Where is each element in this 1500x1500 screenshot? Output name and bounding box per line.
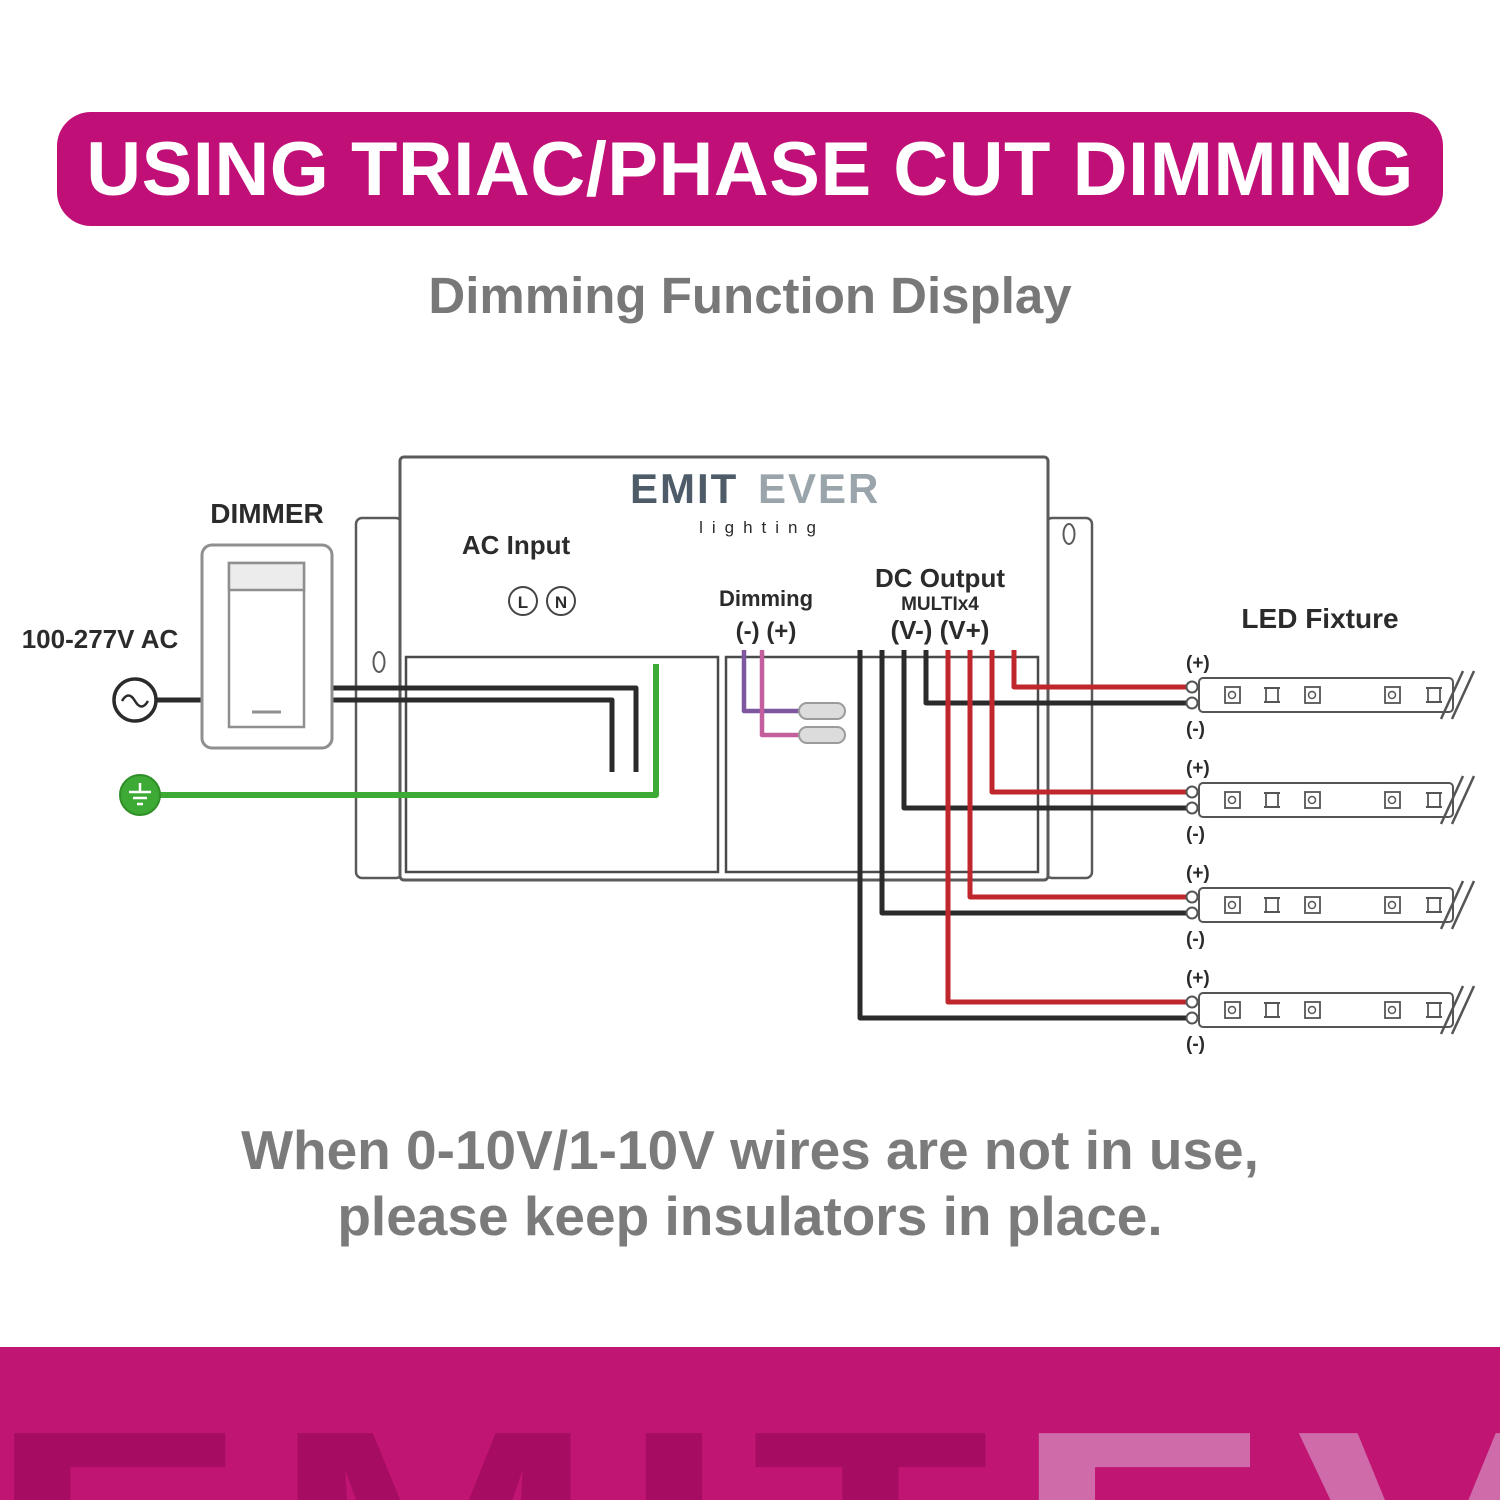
strip-minus-label: (-) <box>1186 719 1205 740</box>
diagram-subtitle: Dimming Function Display <box>428 267 1072 324</box>
title-banner: USING TRIAC/PHASE CUT DIMMING <box>57 112 1443 226</box>
watermark-emit: EMIT <box>0 1367 1013 1500</box>
watermark-ever: EVER <box>1013 1367 1500 1500</box>
dc-negative-wires <box>857 650 1190 1021</box>
terminal-l-label: L <box>518 593 528 612</box>
ac-input-label: AC Input <box>462 530 571 560</box>
led-strip: (+) (-) <box>1185 968 1476 1055</box>
dc-negative-wire <box>901 650 1190 811</box>
strip-cut-marks <box>1439 985 1476 1035</box>
terminal-n-label: N <box>555 593 567 612</box>
ac-switched-wire <box>332 685 639 772</box>
terminal-n-circle <box>546 586 576 616</box>
strip-plus-label: (+) <box>1186 653 1210 674</box>
banner-title: USING TRIAC/PHASE CUT DIMMING <box>86 126 1414 212</box>
dimmer-label: DIMMER <box>210 498 324 529</box>
dimming-wire-positive <box>759 650 800 738</box>
bracket-hole-right <box>1062 523 1076 545</box>
dc-positive-wires <box>945 650 1190 1005</box>
brand-logo: EMIT EVER <box>630 465 880 512</box>
dc-positive-wire <box>1011 650 1190 690</box>
strip-minus-label: (-) <box>1186 929 1205 950</box>
dimmer-switch <box>200 543 334 750</box>
strip-plus-label: (+) <box>1186 863 1210 884</box>
ground-wire <box>158 664 659 798</box>
led-strip: (+) (-) <box>1185 653 1476 740</box>
strip-plus-label: (+) <box>1186 758 1210 779</box>
strip-plus-label: (+) <box>1186 968 1210 989</box>
note-line-1: When 0-10V/1-10V wires are not in use, <box>241 1119 1259 1181</box>
insulator-caps <box>798 702 846 744</box>
brand-logo-light: EVER <box>758 465 880 512</box>
dc-negative-wire <box>923 650 1190 706</box>
dc-positive-wire <box>989 650 1190 795</box>
dc-positive-wire <box>945 650 1190 1005</box>
strip-cut-marks <box>1439 880 1476 930</box>
dimming-terminals-label: (-) (+) <box>736 618 797 645</box>
insulator-cap <box>798 702 846 720</box>
brand-logo-bold: EMIT <box>630 465 738 512</box>
insulator-cap <box>798 726 846 744</box>
strip-minus-label: (-) <box>1186 824 1205 845</box>
dc-output-label: DC Output <box>875 563 1005 593</box>
strip-cut-marks <box>1439 670 1476 720</box>
dc-positive-wire <box>967 650 1190 900</box>
strip-minus-label: (-) <box>1186 1034 1205 1055</box>
led-strip: (+) (-) <box>1185 758 1476 845</box>
bracket-hole-left <box>372 651 386 673</box>
dc-terminals-label: (V-) (V+) <box>891 615 990 645</box>
led-strip: (+) (-) <box>1185 863 1476 950</box>
brand-logo-sub: lighting <box>699 518 825 537</box>
driver-terminal-compartment-left <box>404 655 720 874</box>
led-fixture-label: LED Fixture <box>1241 603 1398 634</box>
dc-negative-wire <box>879 650 1190 916</box>
note-line-2: please keep insulators in place. <box>337 1185 1163 1247</box>
strip-cut-marks <box>1439 775 1476 825</box>
dimming-label: Dimming <box>719 586 813 611</box>
ac-source-icon <box>112 677 158 723</box>
dc-model-label: MULTIx4 <box>901 594 979 615</box>
driver-bracket-right <box>1044 516 1094 880</box>
dc-negative-wire <box>857 650 1190 1021</box>
ac-voltage-label: 100-277V AC <box>22 624 179 654</box>
ground-icon <box>119 774 161 816</box>
dimming-wire-negative <box>741 650 800 714</box>
terminal-l-circle <box>508 586 538 616</box>
